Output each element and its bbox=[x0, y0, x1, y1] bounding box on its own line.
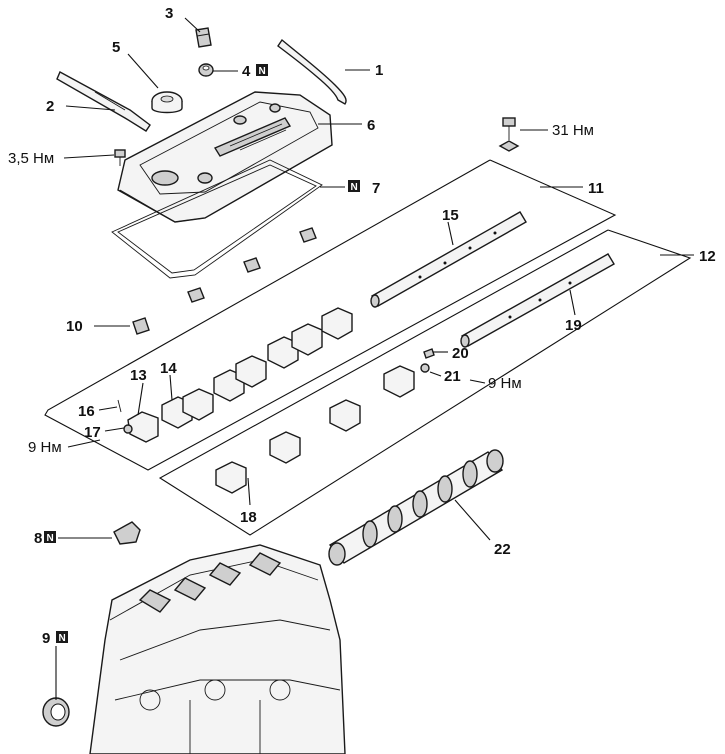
rocker-cover bbox=[117, 91, 333, 223]
callout-19: 19 bbox=[565, 317, 582, 334]
kit-frame-11 bbox=[44, 159, 617, 471]
callout-14: 14 bbox=[160, 360, 177, 377]
n-marker-4 bbox=[256, 64, 268, 76]
cam-cap-clip bbox=[132, 227, 317, 335]
callout-7: 7 bbox=[372, 180, 380, 197]
callout-3: 3 bbox=[165, 5, 173, 22]
camshaft bbox=[328, 449, 504, 566]
rocker-cover-gasket bbox=[111, 159, 323, 279]
callout-22: 22 bbox=[494, 541, 511, 558]
callout-13: 13 bbox=[130, 367, 147, 384]
torque-9-right: 9 Нм bbox=[488, 375, 522, 392]
n-marker-7 bbox=[348, 180, 360, 192]
svg-text:N: N bbox=[59, 633, 66, 644]
semi-circular-plug bbox=[113, 521, 141, 545]
camshaft-oil-seal bbox=[42, 697, 70, 727]
callout-16: 16 bbox=[78, 403, 95, 420]
pcv-valve bbox=[195, 27, 212, 48]
n-marker-9 bbox=[56, 631, 68, 643]
callout-12: 12 bbox=[699, 248, 716, 265]
torque-labels: 31 Нм 3,5 Нм 9 Нм 9 Нм bbox=[8, 122, 594, 456]
callout-4: 4 bbox=[242, 63, 251, 80]
callout-5: 5 bbox=[112, 39, 120, 56]
n-marker-8 bbox=[44, 531, 56, 543]
torque-31: 31 Нм bbox=[552, 122, 594, 139]
callout-18: 18 bbox=[240, 509, 257, 526]
pcv-grommet bbox=[198, 63, 214, 77]
new-part-markers: N N N N bbox=[44, 64, 360, 644]
adjusting-screw bbox=[117, 348, 435, 413]
rocker-arms-exhaust bbox=[215, 365, 415, 494]
torque-9-left: 9 Нм bbox=[28, 439, 62, 456]
lock-nut bbox=[123, 363, 430, 434]
callout-1: 1 bbox=[375, 62, 383, 79]
callout-15: 15 bbox=[442, 207, 459, 224]
callout-10: 10 bbox=[66, 318, 83, 335]
callout-2: 2 bbox=[46, 98, 54, 115]
svg-text:N: N bbox=[351, 182, 358, 193]
kit-frame-12 bbox=[158, 229, 692, 536]
rocker-shaft-intake bbox=[370, 211, 527, 308]
oil-filler-cap bbox=[151, 91, 183, 114]
callout-17: 17 bbox=[84, 424, 101, 441]
cylinder-head bbox=[89, 544, 346, 754]
callout-21: 21 bbox=[444, 368, 461, 385]
rocker-arms-intake bbox=[127, 307, 353, 443]
pcv-pipe bbox=[56, 71, 151, 132]
svg-text:N: N bbox=[259, 66, 266, 77]
breather-hose bbox=[277, 38, 347, 105]
callout-9: 9 bbox=[42, 630, 50, 647]
leader-lines bbox=[55, 17, 694, 700]
torque-3-5: 3,5 Нм bbox=[8, 150, 54, 167]
callout-20: 20 bbox=[452, 345, 469, 362]
rocker-shaft-exhaust bbox=[460, 253, 615, 348]
callout-8: 8 bbox=[34, 530, 42, 547]
callout-labels: 3 5 4 1 2 6 7 11 12 15 19 10 13 14 16 17… bbox=[34, 5, 716, 647]
callout-6: 6 bbox=[367, 117, 375, 134]
shaft-bolt bbox=[498, 117, 520, 152]
svg-text:N: N bbox=[47, 533, 54, 544]
callout-11: 11 bbox=[588, 180, 604, 197]
cover-bolt bbox=[114, 149, 126, 166]
